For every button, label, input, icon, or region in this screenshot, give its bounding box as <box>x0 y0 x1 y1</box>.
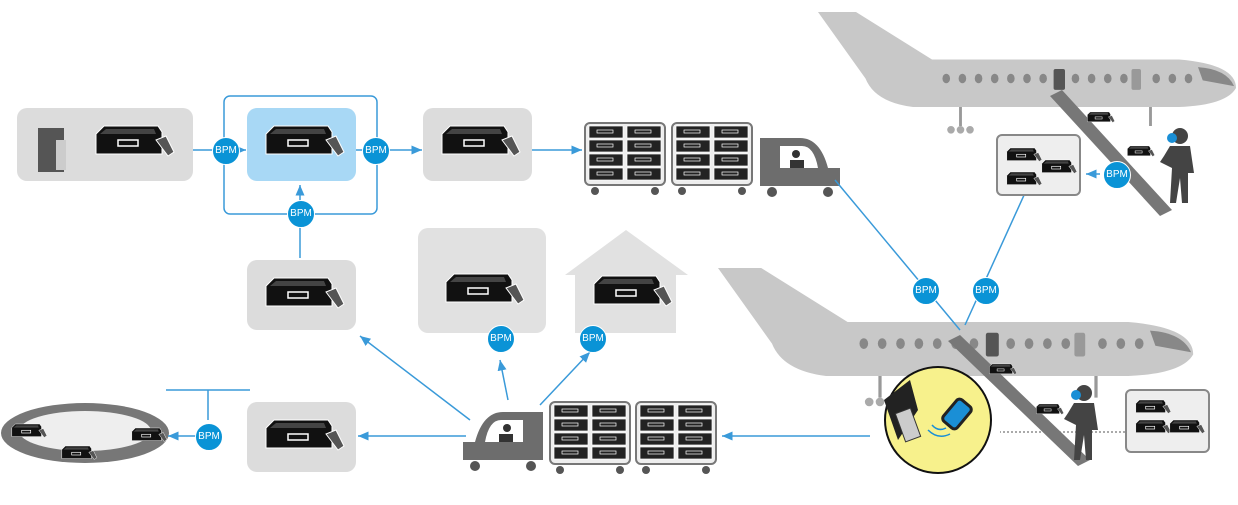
bag-icon <box>1169 419 1206 434</box>
bpm-badge: BPM <box>212 137 240 165</box>
bag-icon <box>11 423 48 438</box>
bag-icon <box>593 275 673 307</box>
baggage-cart-icon <box>671 122 753 195</box>
bag-icon <box>61 445 98 460</box>
bag-icon <box>1135 399 1172 414</box>
tag-printer-icon <box>38 128 66 172</box>
handler-person-icon <box>1064 385 1098 460</box>
baggage-cart-icon <box>549 401 631 474</box>
bag-icon <box>1006 147 1043 162</box>
belt-loader-top <box>1050 90 1172 216</box>
bpm-badge: BPM <box>972 277 1000 305</box>
bpm-badge: BPM <box>912 277 940 305</box>
flow-line <box>497 359 509 401</box>
aircraft-icon <box>718 268 1194 407</box>
baggage-cart-icon <box>996 134 1081 196</box>
belt-loader-bottom <box>948 335 1090 466</box>
scanner-device-icon <box>884 366 992 474</box>
bag-icon <box>265 419 345 451</box>
carousel-icon <box>1 403 169 463</box>
bpm-badge: BPM <box>362 137 390 165</box>
bag-icon <box>1135 419 1172 434</box>
bag-icon <box>441 125 521 157</box>
bag-icon <box>989 363 1017 375</box>
flow-line <box>834 179 961 331</box>
bag-icon <box>1127 145 1155 157</box>
flow-line <box>359 335 471 421</box>
bpm-badge: BPM <box>195 423 223 451</box>
flow-line <box>964 181 1031 326</box>
bag-icon <box>265 125 345 157</box>
bpm-badge: BPM <box>287 200 315 228</box>
baggage-cart-icon <box>584 122 666 195</box>
baggage-cart-icon <box>635 401 717 474</box>
bag-icon <box>265 277 345 309</box>
aircraft-icon <box>818 12 1236 134</box>
tug-vehicle-icon <box>760 138 840 197</box>
bpm-badge: BPM <box>579 325 607 353</box>
bag-icon <box>1041 159 1078 174</box>
bag-icon <box>131 427 168 442</box>
tug-vehicle-icon <box>463 412 543 471</box>
bpm-badge: BPM <box>1103 161 1131 189</box>
bpm-badge: BPM <box>487 325 515 353</box>
flow-line <box>539 351 591 406</box>
bag-icon <box>95 125 175 157</box>
bag-icon <box>1036 403 1064 415</box>
bag-icon <box>1087 111 1115 123</box>
handler-person-icon <box>1160 128 1194 203</box>
bag-icon <box>445 273 525 305</box>
baggage-cart-icon <box>1125 389 1210 453</box>
bag-icon <box>1006 171 1043 186</box>
carousel-feed-line <box>166 389 250 420</box>
